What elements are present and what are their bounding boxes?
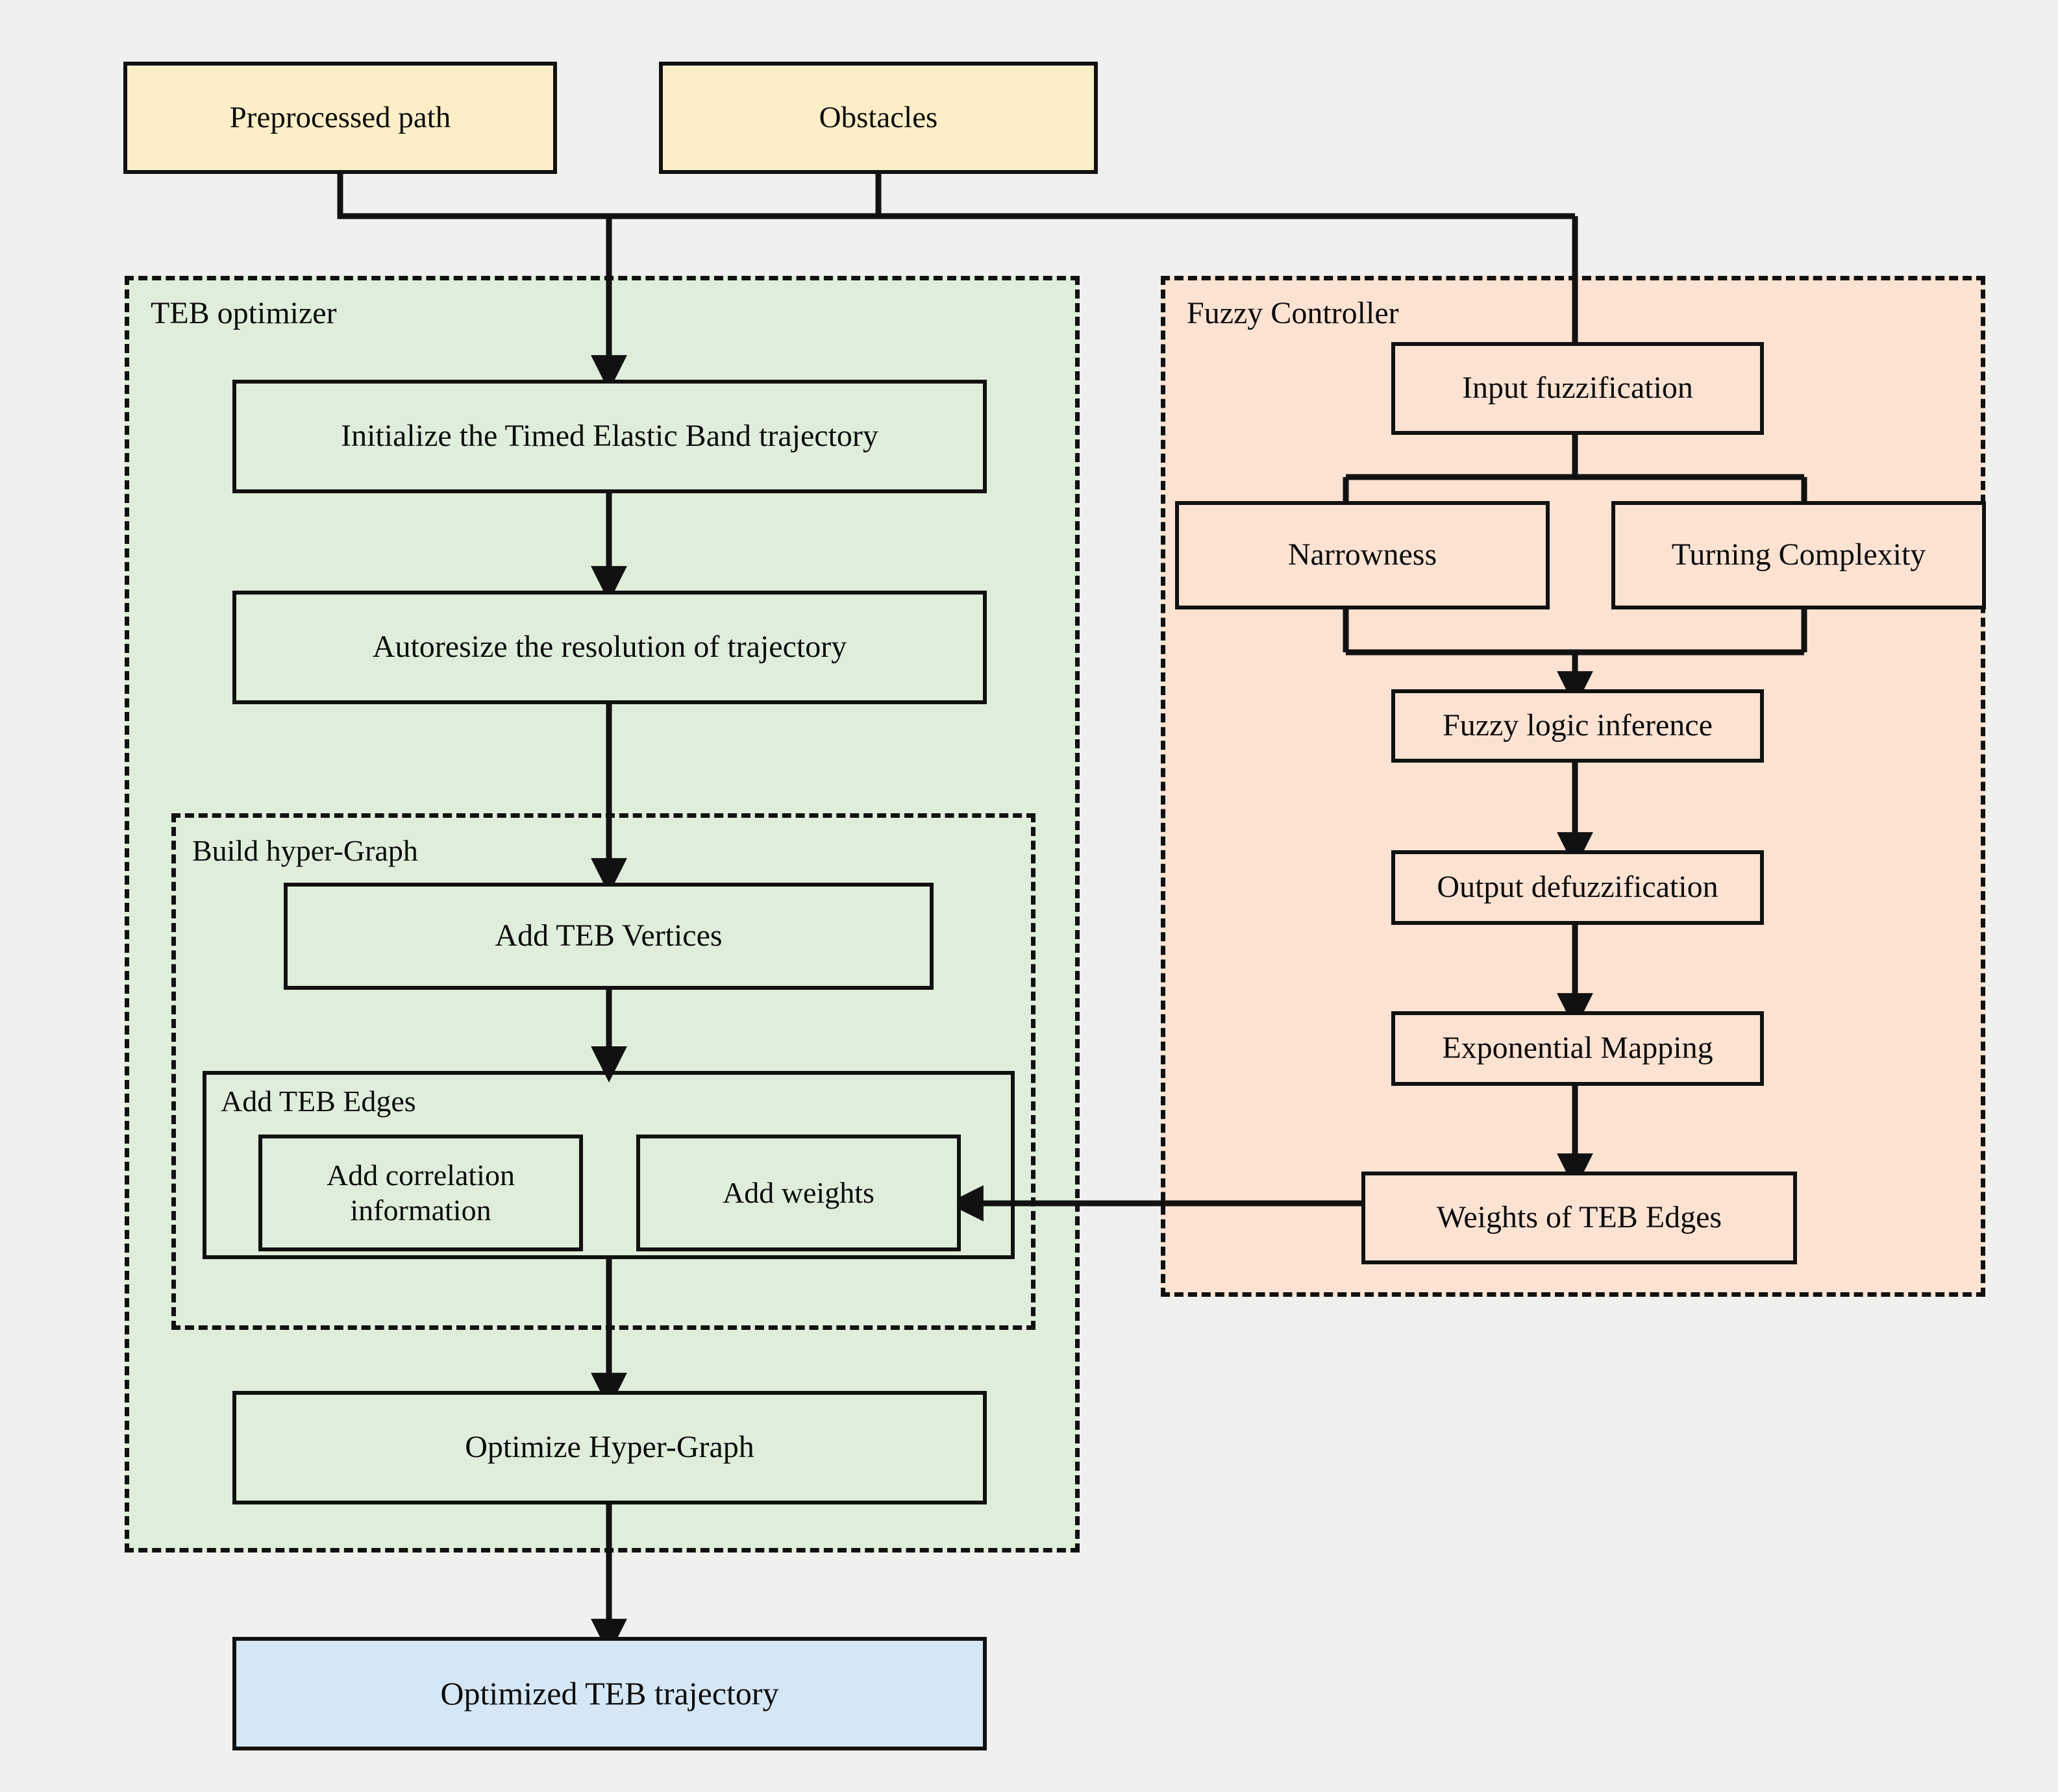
group-label-teb-optimizer: TEB optimizer	[151, 296, 337, 330]
node-add-correlation-information[interactable]: Add correlation information	[258, 1135, 583, 1251]
node-label: Autoresize the resolution of trajectory	[372, 630, 847, 665]
node-weights-of-teb-edges[interactable]: Weights of TEB Edges	[1361, 1172, 1797, 1264]
node-add-teb-vertices[interactable]: Add TEB Vertices	[284, 883, 934, 990]
node-narrowness[interactable]: Narrowness	[1175, 501, 1550, 609]
node-label: Optimized TEB trajectory	[440, 1675, 779, 1712]
group-label-fuzzy-controller: Fuzzy Controller	[1187, 296, 1399, 330]
node-autoresize-resolution[interactable]: Autoresize the resolution of trajectory	[232, 591, 987, 704]
node-exponential-mapping[interactable]: Exponential Mapping	[1391, 1011, 1764, 1086]
node-label: Add correlation information	[327, 1158, 515, 1227]
node-preprocessed-path[interactable]: Preprocessed path	[123, 62, 557, 174]
node-initialize-trajectory[interactable]: Initialize the Timed Elastic Band trajec…	[232, 380, 987, 493]
group-add-teb-edges	[203, 1071, 1015, 1259]
node-label: Add TEB Vertices	[495, 918, 723, 953]
group-label-build-hyper-graph: Build hyper-Graph	[192, 834, 418, 867]
group-build-hyper-graph	[171, 813, 1035, 1330]
node-label: Output defuzzification	[1437, 870, 1718, 905]
node-add-weights[interactable]: Add weights	[636, 1135, 961, 1251]
node-label: Weights of TEB Edges	[1436, 1200, 1722, 1235]
node-label: Narrowness	[1287, 537, 1437, 572]
node-obstacles[interactable]: Obstacles	[659, 62, 1098, 174]
node-label: Exponential Mapping	[1442, 1031, 1713, 1066]
node-label: Preprocessed path	[229, 100, 451, 134]
node-fuzzy-logic-inference[interactable]: Fuzzy logic inference	[1391, 689, 1764, 763]
node-optimized-teb-trajectory[interactable]: Optimized TEB trajectory	[232, 1637, 987, 1750]
node-label: Optimize Hyper-Graph	[465, 1430, 754, 1465]
node-label: Fuzzy logic inference	[1443, 708, 1713, 743]
node-input-fuzzification[interactable]: Input fuzzification	[1391, 342, 1764, 435]
node-output-defuzzification[interactable]: Output defuzzification	[1391, 850, 1764, 925]
node-optimize-hyper-graph[interactable]: Optimize Hyper-Graph	[232, 1391, 987, 1504]
node-label: Obstacles	[819, 100, 938, 134]
node-label: Turning Complexity	[1671, 537, 1926, 572]
node-label: Add weights	[723, 1175, 874, 1209]
node-label: Input fuzzification	[1462, 371, 1693, 406]
group-label-add-teb-edges: Add TEB Edges	[221, 1085, 416, 1118]
node-turning-complexity[interactable]: Turning Complexity	[1611, 501, 1986, 609]
node-label: Initialize the Timed Elastic Band trajec…	[341, 419, 878, 454]
